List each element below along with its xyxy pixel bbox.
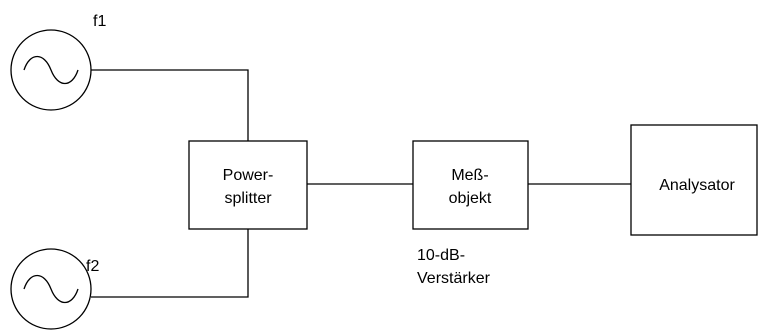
amplifier-label-line2: Verstärker [417,270,491,287]
device-under-test-label-line1: Meß- [451,167,488,184]
sine-wave-icon [23,55,79,85]
power-splitter-box [188,140,308,230]
analyzer-box [630,124,758,236]
signal-source-f2: f2 [10,248,99,330]
amplifier-annotation: 10-dB- Verstärker [417,247,491,287]
device-under-test-label-line2: objekt [449,190,492,207]
device-under-test-block: Meß- objekt [412,140,529,230]
wire-f2-to-splitter [91,229,249,298]
connections [91,69,631,298]
analyzer-label: Analysator [659,177,735,194]
source-f2-label: f2 [86,258,99,275]
source-f1-label: f1 [93,13,106,30]
amplifier-label-line1: 10-dB- [417,247,465,264]
sine-wave-icon [23,274,79,304]
signal-source-f1: f1 [10,13,106,111]
power-splitter-label-line2: splitter [224,190,272,207]
analyzer-block: Analysator [630,124,758,236]
power-splitter-block: Power- splitter [188,140,308,230]
device-under-test-box [412,140,529,230]
power-splitter-label-line1: Power- [223,167,274,184]
wire-f1-to-splitter [91,69,249,141]
